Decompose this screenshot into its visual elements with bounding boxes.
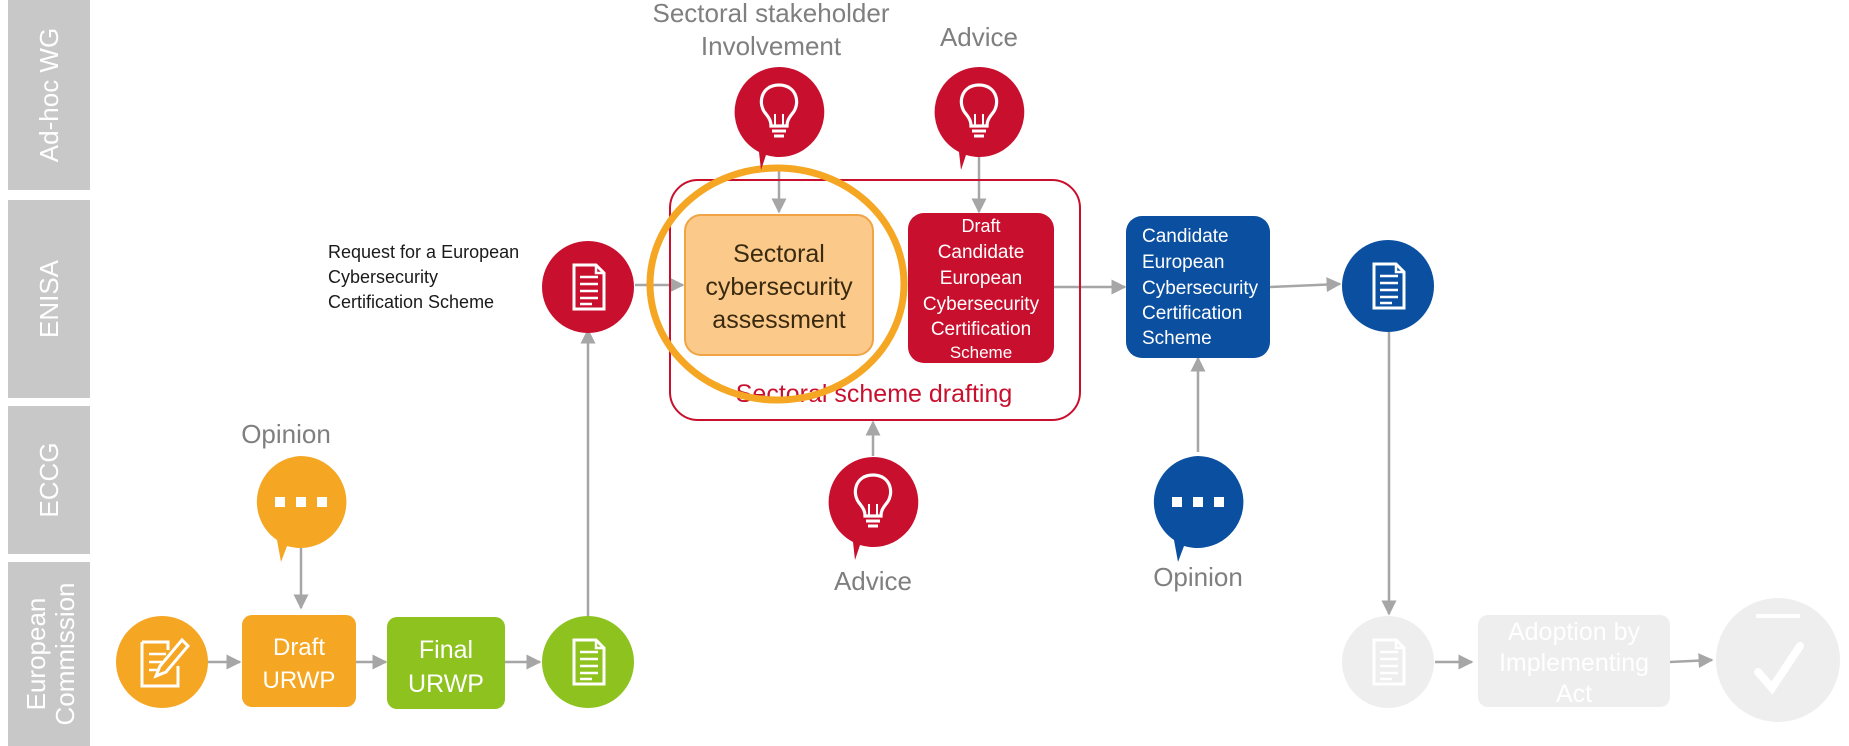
scheme-drafting-label: Sectoral scheme drafting [736,380,1013,408]
svg-text:URWP: URWP [263,667,336,694]
svg-text:Draft: Draft [961,216,1000,236]
involvement-label: Involvement [701,31,842,61]
svg-text:European: European [940,268,1022,289]
svg-text:Scheme: Scheme [1142,328,1212,349]
lightbulb-icon[interactable] [734,66,825,171]
svg-text:URWP: URWP [408,670,484,698]
lane-enisa: ENISA [8,200,90,398]
request-document-icon[interactable] [542,241,634,333]
candidate-scheme-box[interactable]: Candidate European Cybersecurity Certifi… [1126,216,1270,358]
edit-document-icon[interactable] [116,616,208,708]
svg-text:Cybersecurity: Cybersecurity [923,294,1040,315]
advice-bottom-label: Advice [834,566,912,596]
lightbulb-icon[interactable] [828,456,919,560]
svg-text:assessment: assessment [712,306,845,334]
speech-bubble-icon[interactable] [1153,456,1244,562]
checkmark-icon[interactable] [1716,598,1840,722]
request-label-line2: Cybersecurity [328,267,438,287]
svg-text:cybersecurity: cybersecurity [705,273,853,301]
urwp-document-icon[interactable] [542,616,634,708]
svg-text:Cybersecurity: Cybersecurity [1142,278,1259,299]
svg-text:Final: Final [419,636,473,664]
draft-urwp-box[interactable]: Draft URWP [242,615,356,707]
svg-text:Draft: Draft [273,634,325,661]
lane-label-european: European [21,598,51,711]
lane-label-commission: Commission [50,582,80,725]
highlight-ring [646,164,908,404]
candidate-document-icon[interactable] [1342,240,1434,332]
speech-bubble-icon[interactable] [256,456,347,562]
request-label-line1: Request for a European [328,242,519,262]
svg-text:Certification: Certification [1142,303,1242,324]
svg-text:Scheme: Scheme [950,343,1012,362]
lane-eccg: ECCG [8,406,90,554]
sectoral-scheme-drafting-container [669,179,1081,421]
opinion-left-label: Opinion [241,419,331,449]
lane-adhoc-wg: Ad-hoc WG [8,0,90,190]
connectors [207,150,1714,670]
lane-label-eccg: ECCG [34,442,64,517]
lane-label-enisa: ENISA [34,259,64,338]
opinion-right-label: Opinion [1153,562,1243,592]
svg-text:Implementing: Implementing [1499,649,1649,677]
sectoral-assessment-box[interactable]: Sectoral cybersecurity assessment [684,214,874,356]
svg-text:European: European [1142,252,1224,273]
lightbulb-icon[interactable] [934,66,1025,171]
sectoral-stakeholder-label: Sectoral stakeholder [652,0,889,28]
lane-label-adhoc-wg: Ad-hoc WG [34,28,64,162]
svg-text:Adoption by: Adoption by [1508,618,1641,646]
svg-text:Act: Act [1556,680,1592,708]
draft-candidate-scheme-box[interactable]: Draft Candidate European Cybersecurity C… [908,213,1054,363]
svg-text:Candidate: Candidate [1142,226,1229,247]
svg-text:Certification: Certification [931,319,1031,340]
advice-top-label: Advice [940,22,1018,52]
svg-text:Sectoral: Sectoral [733,240,825,268]
request-label-line3: Certification Scheme [328,292,494,312]
faded-document-icon[interactable] [1342,616,1434,708]
final-urwp-box[interactable]: Final URWP [387,617,505,709]
svg-text:Candidate: Candidate [938,242,1025,263]
adoption-implementing-act-box[interactable]: Adoption by Implementing Act [1478,615,1670,708]
lane-european-commission: European Commission [8,562,90,746]
